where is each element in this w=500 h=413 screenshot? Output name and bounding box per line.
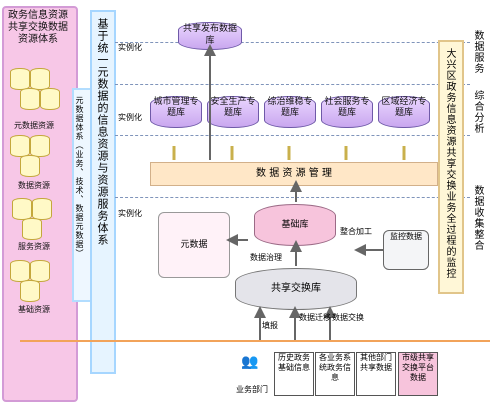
right-label: 数据收集整合 (472, 185, 483, 251)
caption-base: 基础资源 (18, 305, 50, 314)
dashed-separator (115, 84, 470, 85)
cylinder (30, 260, 50, 282)
data-migrate-label: 数据迁移 (299, 313, 331, 322)
source-box: 历史政务基础信息 (274, 352, 314, 396)
person-icon: 👥 (241, 354, 259, 370)
base-db-label: 基础库 (281, 220, 309, 230)
instantiation-label: 实例化 (118, 209, 142, 218)
topic-db: 城市管理专题库 (150, 96, 202, 128)
monitor-column (438, 40, 464, 294)
cylinder (30, 135, 50, 157)
separator-line (20, 340, 490, 342)
monitor-vertical-label: 大兴区政务信息资源共享交换业务全过程的监控 (444, 48, 455, 279)
fill-report-label: 填报 (262, 321, 278, 330)
caption-service: 服务资源 (18, 242, 50, 251)
dashed-separator (115, 42, 470, 43)
exchange-db: 共享交换库 (235, 268, 357, 310)
caption-data: 数据资源 (18, 181, 50, 190)
governance-label: 数据治理 (250, 253, 282, 262)
integration-label: 整合加工 (340, 227, 372, 236)
cylinder (22, 218, 42, 240)
instantiation-label: 实例化 (118, 43, 142, 52)
dashed-separator (115, 197, 470, 198)
base-db: 基础库 (254, 204, 336, 246)
data-exchange-label: 数据交换 (332, 313, 364, 322)
meta-box: 元数据 (158, 212, 230, 278)
dept-label: 业务部门 (236, 385, 268, 394)
cylinder (32, 198, 52, 220)
cylinder (40, 88, 60, 110)
resource-service-column (90, 10, 116, 374)
topic-db: 安全生产专题库 (207, 96, 259, 128)
caption-meta: 元数据资源 (14, 121, 54, 130)
right-label: 数据服务 (472, 30, 483, 74)
source-box: 市级共享交换平台数据 (398, 352, 438, 396)
topic-db: 社会服务专题库 (321, 96, 373, 128)
dashed-separator (115, 135, 470, 136)
cylinder (20, 155, 40, 177)
source-box: 其他部门共享数据 (356, 352, 396, 396)
monitor-data: 监控数据 (383, 230, 429, 270)
metadata-vertical-label: 元数据体系（业务、技术、数据元数据） (75, 96, 84, 258)
resource-service-label: 基于统一元数据的信息资源与资源服务体系 (96, 18, 109, 246)
topic-db: 区域经济专题库 (378, 96, 430, 128)
cylinder (20, 280, 40, 302)
left-panel-title: 政务信息资源共享交换数据资源体系 (8, 10, 68, 45)
source-box: 各业务系统政务信息 (315, 352, 355, 396)
topic-db: 综治维稳专题库 (264, 96, 316, 128)
instantiation-label: 实例化 (118, 113, 142, 122)
right-label: 综合分析 (472, 90, 483, 134)
cylinder (20, 88, 40, 110)
